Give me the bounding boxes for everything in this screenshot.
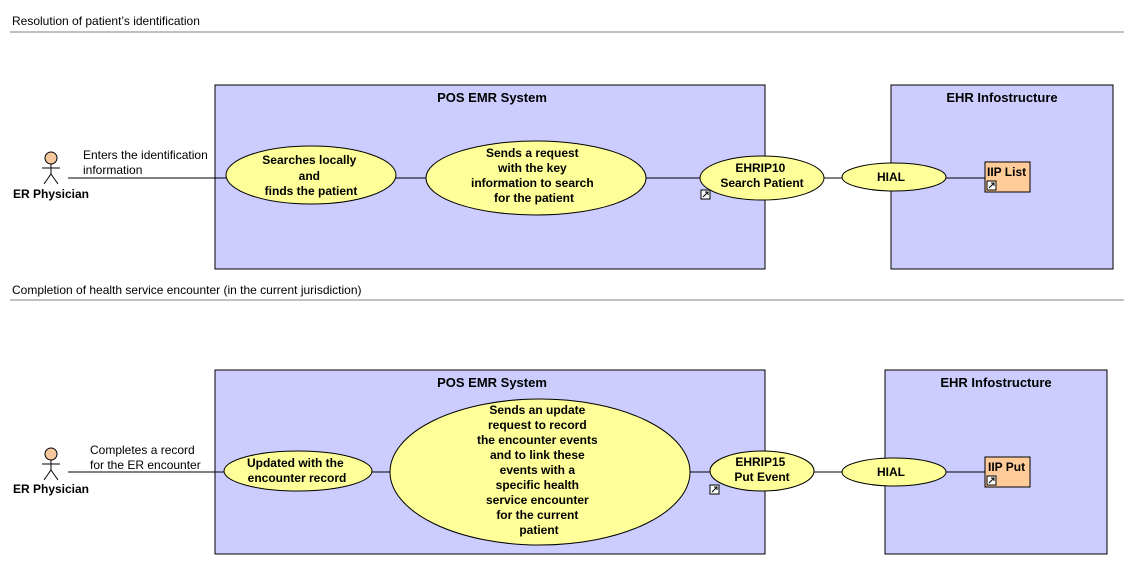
hial-node[interactable] [841,162,947,192]
use-case-label: Updated with the encounter record [247,456,347,485]
artifact-label: IIP Put [988,460,1025,474]
actor-label: ER Physician [13,482,89,496]
section-title: Resolution of patient’s identification [12,14,200,28]
use-case-send-request[interactable] [425,140,647,216]
shortcut-arrow-icon[interactable] [709,484,720,495]
section-encounter-completion: Completion of health service encounter (… [10,283,1124,555]
actor-link-label: Completes a record [90,443,195,457]
actor-leg [50,469,59,481]
actor-er-physician[interactable] [42,447,60,481]
shortcut-arrow-icon[interactable] [700,189,711,200]
use-case-send-update[interactable] [389,398,691,546]
actor-link-label: Enters the identification [83,148,208,162]
ehr-infostructure-title: EHR Infostructure [940,375,1051,390]
actor-head [44,151,58,165]
interaction-ehrip10[interactable] [699,155,825,201]
hial-label: HIAL [877,465,905,479]
interaction-label: EHRIP15 Put Event [734,455,789,484]
use-case-update-record[interactable] [223,450,373,492]
actor-label: ER Physician [13,187,89,201]
section-identification: Resolution of patient’s identification P… [10,14,1124,270]
actor-leg [43,173,52,185]
actor-leg [43,469,52,481]
shortcut-arrow-icon[interactable] [986,475,997,486]
hial-label: HIAL [877,170,905,184]
interaction-label: EHRIP10 Search Patient [720,161,803,190]
actor-er-physician[interactable] [42,151,60,185]
use-case-label: Sends a request with the key information… [471,146,597,205]
use-case-label: Sends an update request to record the en… [477,403,601,537]
use-case-search-locally[interactable] [225,145,397,205]
hial-node[interactable] [841,457,947,487]
ehr-infostructure-title: EHR Infostructure [946,90,1057,105]
actor-link-label: information [83,163,142,177]
shortcut-arrow-icon[interactable] [986,180,997,191]
use-case-label: Searches locally and finds the patient [262,153,359,198]
pos-emr-system-title: POS EMR System [437,90,547,105]
actor-head [44,447,58,461]
pos-emr-system-title: POS EMR System [437,375,547,390]
interaction-ehrip15[interactable] [709,450,815,492]
actor-leg [50,173,59,185]
artifact-label: IIP List [987,165,1026,179]
actor-link-label: for the ER encounter [90,458,201,472]
section-title: Completion of health service encounter (… [12,283,362,297]
